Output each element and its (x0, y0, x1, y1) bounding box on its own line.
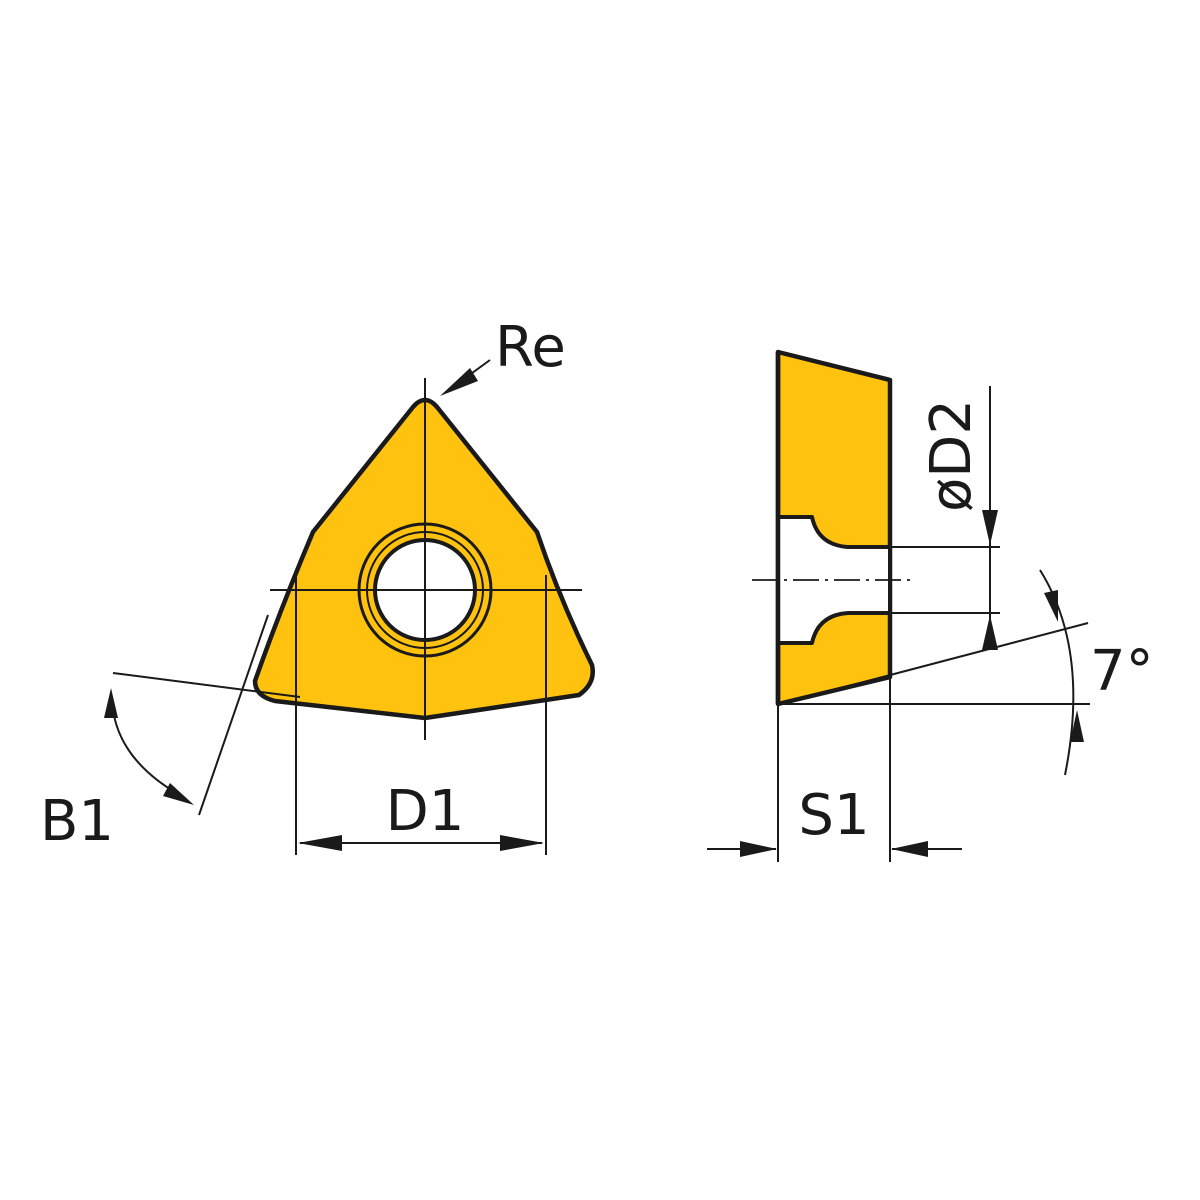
re-arrow (440, 368, 478, 396)
d2-label: øD2 (919, 399, 984, 512)
d2-arrow-top (982, 510, 998, 545)
s1-label: S1 (798, 783, 869, 848)
angle-label: 7° (1090, 639, 1154, 704)
b1-label: B1 (40, 789, 114, 854)
side-view: øD2 S1 7° (707, 349, 1154, 862)
b1-angle-arc (111, 699, 186, 799)
b1-edge-extension-2 (198, 614, 269, 816)
d1-arrow-left (298, 835, 342, 851)
s1-arrow-right (891, 841, 928, 857)
b1-arrow-top (104, 688, 118, 718)
angle-arrow-bottom (1070, 710, 1084, 742)
angle-arrow-top (1044, 590, 1058, 622)
d1-arrow-right (500, 835, 544, 851)
d2-arrow-bottom (982, 615, 998, 650)
b1-edge-extension (112, 672, 301, 698)
re-label: Re (495, 315, 566, 380)
angle-flank-line (779, 622, 1089, 705)
s1-arrow-left (740, 841, 777, 857)
angle-arc (1039, 569, 1075, 776)
b1-arrow-bottom (163, 783, 194, 805)
d1-label: D1 (386, 779, 465, 844)
top-view: D1 Re B1 (40, 315, 595, 855)
